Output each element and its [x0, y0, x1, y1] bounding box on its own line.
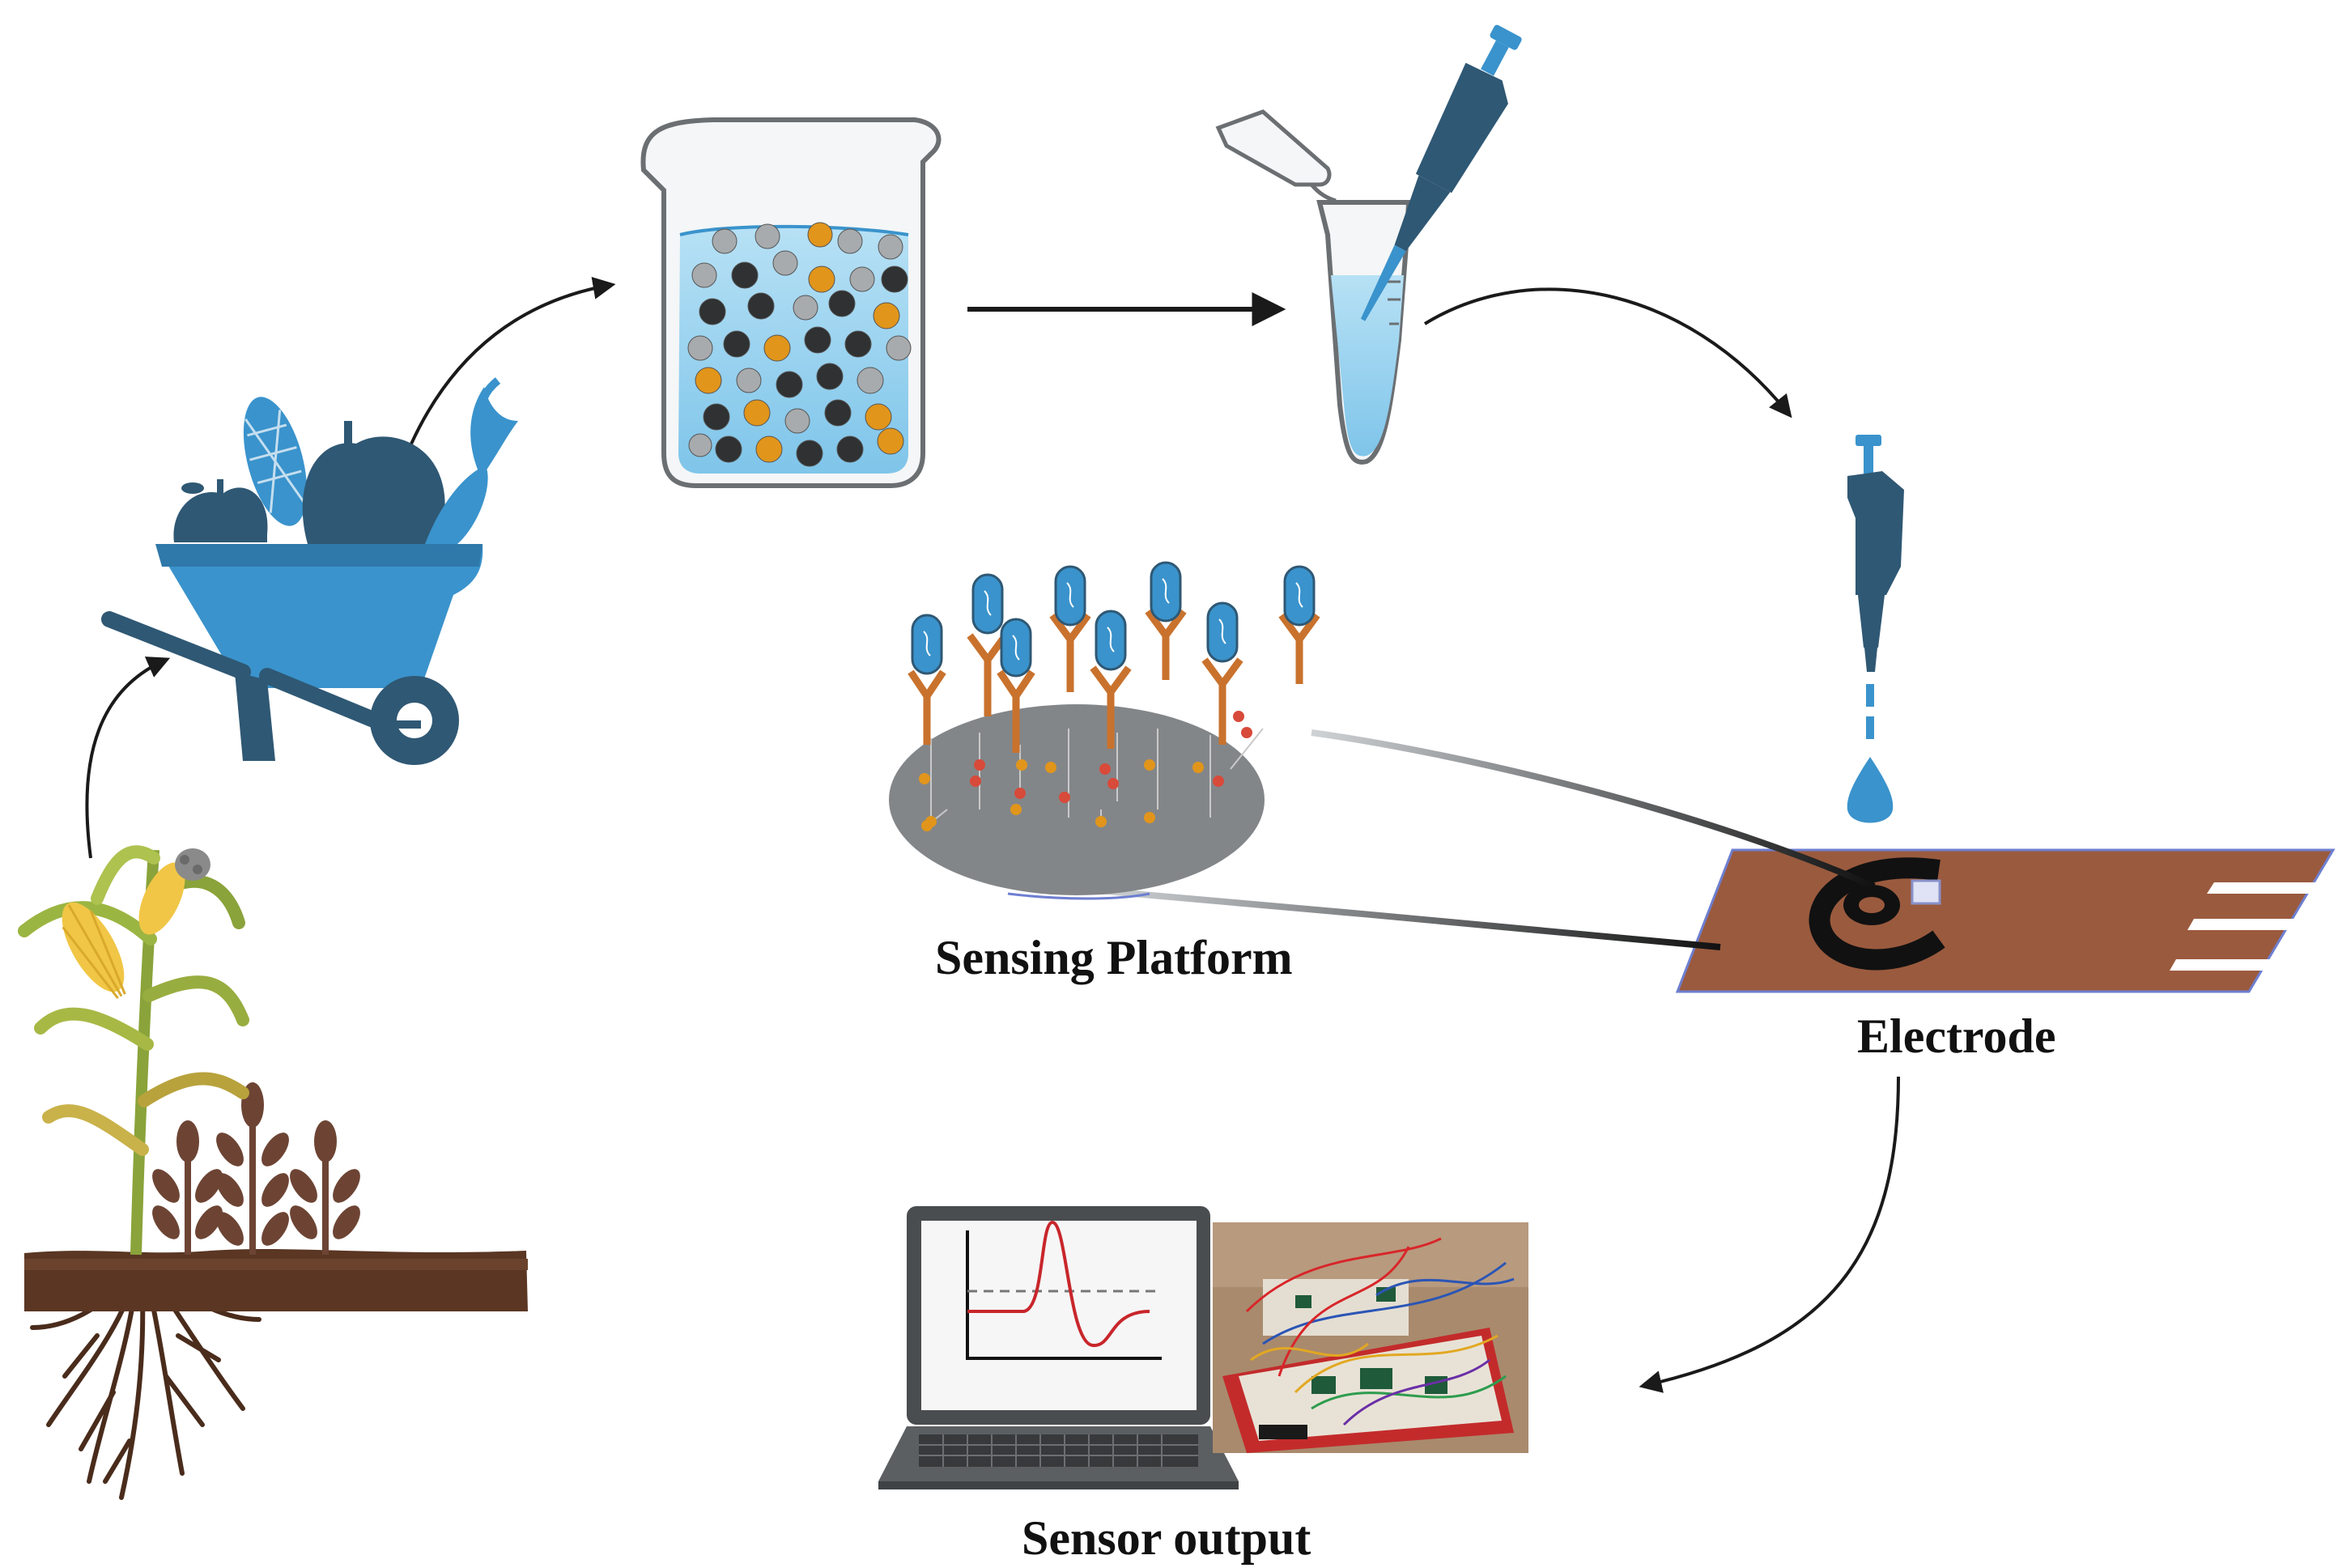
arrow-plant-to-cart: [85, 657, 171, 859]
arrow-electrode-to-output: [1639, 1076, 1900, 1393]
wheelbarrow-produce-icon: [101, 377, 518, 765]
arrow-cart-to-beaker: [407, 276, 616, 450]
sensing-platform-label: Sensing Platform: [935, 931, 1293, 984]
electrode-label: Electrode: [1857, 1009, 2056, 1063]
arrow-tube-to-dropper: [1423, 287, 1792, 419]
breadboard-circuit-icon: [1213, 1222, 1528, 1453]
nanoparticles: [687, 222, 912, 467]
sensor-output-label: Sensor output: [1022, 1511, 1311, 1565]
surface-beads: [919, 711, 1252, 831]
corn-plant-icon: [18, 845, 528, 1500]
flow-arrows: [85, 276, 1900, 1393]
laptop-graph-icon: [878, 1206, 1239, 1489]
dropper-icon: [1847, 435, 1904, 823]
sensing-platform-icon: [889, 561, 1320, 900]
electrode-strip-icon: [1675, 848, 2336, 993]
beaker-nanoparticles-icon: [640, 117, 942, 488]
tube-and-pipette-icon: [1215, 24, 1522, 465]
antibody-bacteria-pairs: [908, 561, 1320, 753]
platform-connector-lines: [1096, 729, 1876, 950]
